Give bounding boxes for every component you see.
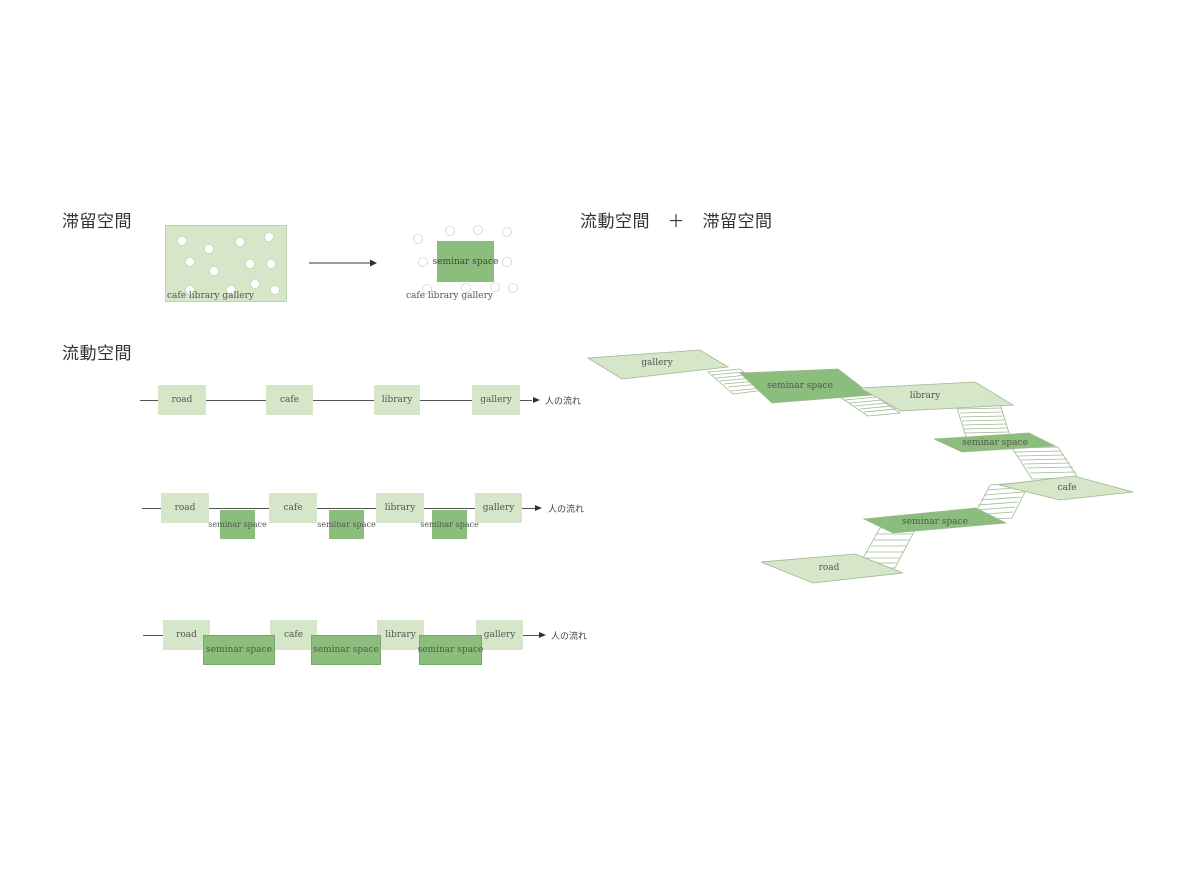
row3-gallery: gallery (476, 620, 523, 650)
seminar-space-center: seminar space (433, 241, 498, 282)
row3-road: road (163, 620, 210, 650)
row2-seminar-3: seminar space (420, 510, 479, 539)
flow-line-row1 (140, 400, 532, 401)
platform-cafe (998, 475, 1134, 501)
iso-label-road: road (819, 563, 840, 573)
row2-gallery: gallery (475, 493, 522, 523)
stay-after-labels: cafe library gallery (406, 291, 493, 301)
platform-road (760, 553, 904, 584)
row3-cafe: cafe (270, 620, 317, 650)
stay-before-labels: cafe library gallery (167, 291, 254, 301)
row2-seminar-2: seminar space (317, 510, 376, 539)
heading-stay-space: 滞留空間 (62, 212, 132, 232)
row3-library: library (377, 620, 424, 650)
row1-gallery: gallery (472, 385, 520, 415)
platform-seminar-mid (933, 432, 1057, 453)
platform-gallery (586, 349, 730, 380)
row3-seminar-2: seminar space (311, 635, 381, 665)
row1-road: road (158, 385, 206, 415)
row2-cafe: cafe (269, 493, 317, 523)
stairs-4 (1011, 446, 1079, 480)
iso-label-seminar-top: seminar space (767, 381, 833, 391)
iso-label-seminar-mid: seminar space (962, 438, 1028, 448)
platform-seminar-low (862, 507, 1008, 534)
row2-road: road (161, 493, 209, 523)
flow-line-row2 (142, 508, 535, 509)
row3-seminar-1: seminar space (203, 635, 275, 665)
row1-flow-label: 人の流れ (545, 397, 582, 407)
row3-flow-label: 人の流れ (551, 632, 588, 642)
iso-label-seminar-low: seminar space (902, 517, 968, 527)
heading-flow-space: 流動空間 (62, 344, 132, 364)
row1-cafe: cafe (266, 385, 313, 415)
row2-seminar-1: seminar space (208, 510, 267, 539)
row3-seminar-3: seminar space (418, 635, 483, 665)
iso-label-library: library (910, 391, 941, 401)
platform-library (858, 381, 1015, 412)
row1-library: library (374, 385, 420, 415)
row2-library: library (376, 493, 424, 523)
stairs-5 (971, 481, 1031, 521)
iso-label-gallery: gallery (641, 358, 674, 368)
heading-combined: 流動空間 ＋ 滞留空間 (580, 212, 773, 232)
iso-label-cafe: cafe (1057, 483, 1076, 493)
row2-flow-label: 人の流れ (548, 505, 585, 515)
stairs-3 (955, 403, 1011, 438)
